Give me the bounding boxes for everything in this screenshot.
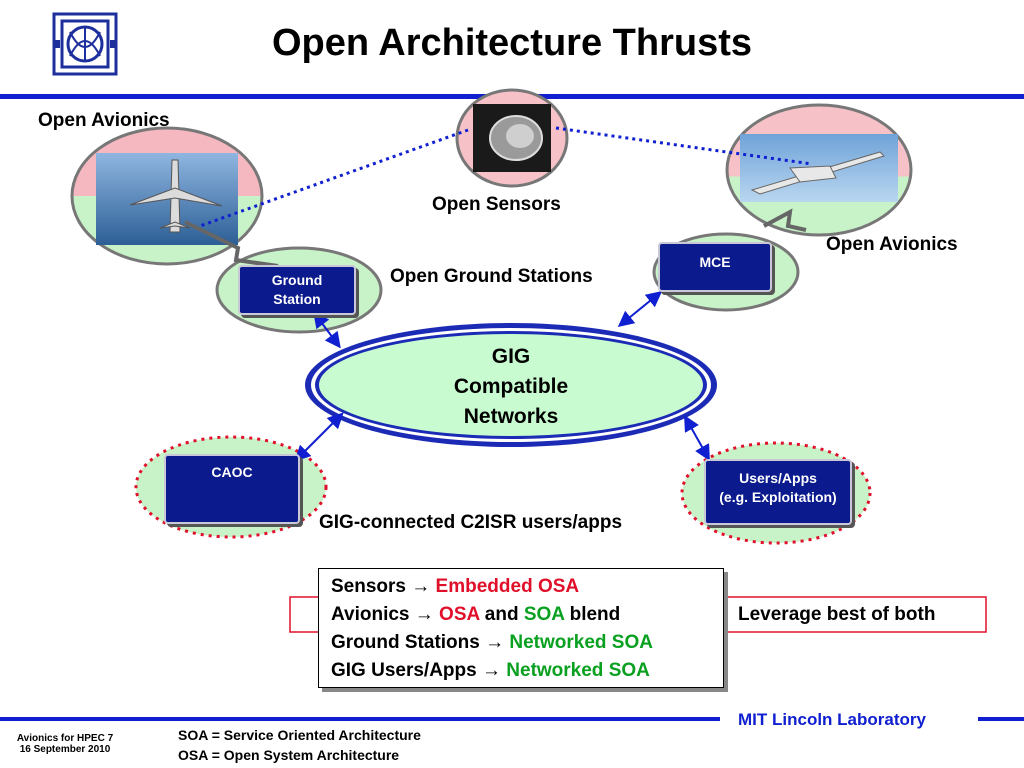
osa-row-value: OSA <box>439 604 480 625</box>
footer-slide-num: 7 <box>107 733 114 744</box>
label-leverage: Leverage best of both <box>738 604 936 625</box>
osa-row-value: and <box>479 604 524 625</box>
right-avionics-ellipse <box>725 103 913 237</box>
dotted-link-left <box>199 128 469 228</box>
arrow-users-gig <box>684 415 710 461</box>
osa-row-label: Avionics <box>331 604 415 625</box>
users-apps-box[interactable]: Users/Apps (e.g. Exploitation) <box>704 459 852 525</box>
caoc-box[interactable]: CAOC <box>164 454 300 524</box>
users-apps-label-line2: (e.g. Exploitation) <box>719 489 837 505</box>
osa-row: GIG Users/Apps → Networked SOA <box>331 657 723 685</box>
page-title: Open Architecture Thrusts <box>271 22 752 64</box>
label-gig-users: GIG-connected C2ISR users/apps <box>319 512 623 533</box>
gig-line1: GIG <box>491 345 531 368</box>
gig-network-label: GIG Compatible Networks <box>411 342 611 432</box>
users-apps-label-line1: Users/Apps <box>739 470 817 486</box>
ground-station-box[interactable]: Ground Station <box>238 265 356 315</box>
footer-def-soa: SOA = Service Oriented Architecture <box>178 727 421 743</box>
lightning-link-right <box>763 208 807 232</box>
gig-line3: Networks <box>463 405 559 428</box>
footer-rule <box>0 717 1024 721</box>
caoc-label: CAOC <box>211 464 253 480</box>
osa-row: Ground Stations → Networked SOA <box>331 629 723 657</box>
arrow-caoc-gig <box>294 412 344 462</box>
label-open-ground-stations: Open Ground Stations <box>390 266 593 287</box>
osa-row-value: blend <box>564 604 621 625</box>
lightning-link-left <box>184 220 279 268</box>
arrow-right-icon: → <box>485 632 510 653</box>
osa-row-value: SOA <box>523 604 565 625</box>
label-open-avionics-left: Open Avionics <box>38 110 170 131</box>
osa-row-value: Networked SOA <box>506 660 650 681</box>
footer-definitions: SOA = Service Oriented Architecture OSA … <box>178 725 421 765</box>
osa-row-value: Networked SOA <box>509 632 653 653</box>
arrow-ground-gig <box>313 311 341 349</box>
osa-row: Sensors → Embedded OSA <box>331 573 723 601</box>
footer-date: 16 September 2010 <box>19 744 111 755</box>
left-avionics-ellipse <box>70 126 264 266</box>
mce-label: MCE <box>699 254 731 270</box>
sensor-ellipse <box>455 88 569 188</box>
arrow-right-icon: → <box>411 576 436 597</box>
osa-row-label: GIG Users/Apps <box>331 660 482 681</box>
gig-line2: Compatible <box>453 375 569 398</box>
arrow-right-icon: → <box>482 660 507 681</box>
ground-station-label: Ground Station <box>271 272 323 307</box>
lincoln-logo <box>52 12 118 76</box>
footer-def-osa: OSA = Open System Architecture <box>178 747 400 763</box>
aircraft-left-image <box>129 159 223 233</box>
label-open-avionics-right: Open Avionics <box>826 234 958 255</box>
footer-lab: MIT Lincoln Laboratory <box>738 710 926 729</box>
arrow-mce-gig <box>617 290 663 328</box>
arrow-right-icon: → <box>414 604 440 625</box>
osa-row-value: Embedded OSA <box>435 576 580 597</box>
gig-network-ellipse <box>305 323 717 447</box>
footer-slide-id: Avionics for HPEC <box>16 733 105 744</box>
osa-row-label: Sensors <box>331 576 412 597</box>
aircraft-right-image <box>750 151 885 195</box>
osa-row-label: Ground Stations <box>331 632 486 653</box>
dotted-link-right <box>555 126 813 166</box>
label-open-sensors: Open Sensors <box>432 194 561 215</box>
footer-slide-info: Avionics for HPEC 7 16 September 2010 <box>10 733 120 755</box>
osa-row: Avionics → OSA and SOA blend <box>331 601 723 629</box>
mce-box[interactable]: MCE <box>658 242 772 292</box>
